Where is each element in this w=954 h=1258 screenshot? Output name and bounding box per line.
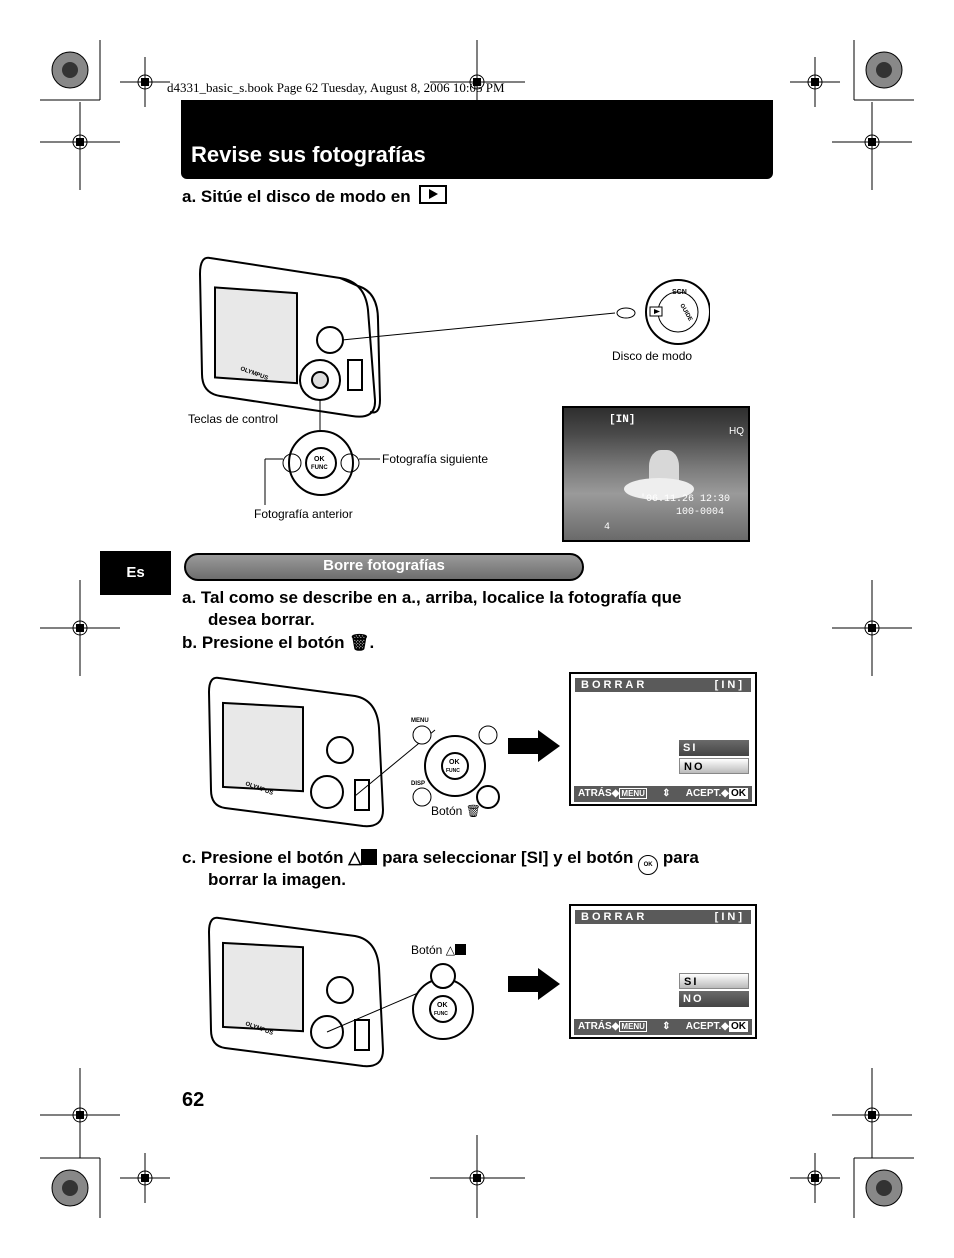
lcd-footer-2: ATRÁS◆MENU ⇕ ACEPT.◆OK (574, 1019, 752, 1035)
camera-illustration-top: OLYMPUS SCN GUIDE OK FUNC (198, 256, 710, 505)
up-caption-icon: △ (445, 943, 455, 957)
camera-illustration-delete: OLYMPUS OK FUNC MENU DISP (207, 676, 500, 828)
photo-dress (624, 478, 694, 500)
up-triangle-icon: △ (348, 848, 362, 867)
lcd-back-2[interactable]: ATRÁS◆MENU (578, 1021, 647, 1032)
lcd-accept-2[interactable]: ACEPT.◆OK (685, 1021, 748, 1032)
lcd-title-bar-2: BORRAR [IN] (575, 910, 751, 924)
func-label-1: FUNC (311, 465, 328, 471)
lcd-scroll-icon-2: ⇕ (662, 1021, 671, 1032)
control-keys-label: Teclas de control (188, 412, 279, 426)
step-a-mode-dial: a. Sitúe el disco de modo en (182, 185, 448, 208)
page-number: 62 (182, 1089, 205, 1111)
photo-quality: HQ (729, 426, 744, 437)
step-b-c-mid: para seleccionar [SI] y el botón (382, 848, 634, 867)
exposure-caption-icon (454, 944, 466, 955)
next-photo-label: Fotografía siguiente (382, 452, 489, 466)
func-label-3: FUNC (434, 1011, 448, 1017)
disp-key-label: DISP (411, 781, 425, 787)
lcd-option-no-2[interactable]: NO (679, 991, 749, 1007)
prev-photo-label: Fotografía anterior (254, 507, 353, 521)
lcd-memory-2: [IN] (714, 911, 745, 923)
language-tab-label: Es (126, 564, 145, 581)
mode-dial-label: Disco de modo (612, 349, 693, 363)
func-label-2: FUNC (446, 768, 460, 774)
photo-date: '06.11.26 12:30 (640, 494, 731, 505)
step-b-a-line1: a. Tal como se describe en a., arriba, l… (182, 588, 682, 607)
lcd-accept-1[interactable]: ACEPT.◆OK (685, 788, 748, 799)
right-arrow-1 (508, 730, 560, 762)
step-b-b: b. Presione el botón 🗑. (182, 633, 375, 652)
up-button-caption: Botón △ (411, 943, 466, 957)
lcd-memory-1: [IN] (714, 679, 745, 691)
right-arrow-2 (508, 968, 560, 1000)
lcd-title-1: BORRAR (581, 679, 648, 691)
playback-icon (419, 185, 448, 204)
trash-icon: 🗑 (349, 635, 370, 652)
camera-illustration-select: OLYMPUS OK FUNC (207, 916, 474, 1068)
title-bar: Revise sus fotografías (181, 100, 773, 179)
lcd-option-no-1[interactable]: NO (679, 758, 749, 774)
step-b-c-end: para (662, 848, 699, 867)
step-b-c-line2: borrar la imagen. (208, 870, 346, 889)
lcd-footer-1: ATRÁS◆MENU ⇕ ACEPT.◆OK (574, 786, 752, 802)
step-a-text: a. Sitúe el disco de modo en (182, 187, 411, 206)
trash-button-caption-text: Botón (431, 804, 463, 818)
photo-memory: [IN] (609, 414, 636, 426)
menu-key-label: MENU (411, 718, 429, 724)
playback-photo: [IN] HQ '06.11.26 12:30 100-0004 4 (562, 406, 750, 542)
lcd-scroll-icon-1: ⇕ (662, 788, 671, 799)
lcd-title-bar-1: BORRAR [IN] (575, 678, 751, 692)
photo-frame: 4 (604, 522, 611, 533)
step-b-b-text: b. Presione el botón (182, 633, 345, 652)
language-tab: Es (100, 551, 171, 595)
ok-func-icon: OK (638, 855, 659, 875)
book-info-header: d4331_basic_s.book Page 62 Tuesday, Augu… (167, 80, 505, 95)
page-title: Revise sus fotografías (191, 142, 426, 167)
ok-label-1: OK (314, 456, 325, 463)
step-b-c-line1: c. Presione el botón △ para seleccionar … (182, 847, 699, 875)
lcd-delete-screen-1: BORRAR [IN] SI NO ATRÁS◆MENU ⇕ ACEPT.◆OK (569, 672, 757, 806)
ok-label-2: OK (449, 759, 460, 766)
lcd-title-2: BORRAR (581, 911, 648, 923)
lcd-back-1[interactable]: ATRÁS◆MENU (578, 788, 647, 799)
ok-label-3: OK (437, 1002, 448, 1009)
trash-caption-icon: 🗑 (465, 804, 481, 818)
up-button-caption-text: Botón (411, 943, 443, 957)
trash-button-caption: Botón 🗑 (431, 804, 481, 818)
dial-label-scn: SCN (672, 289, 687, 296)
step-b-c-text: c. Presione el botón (182, 848, 344, 867)
lcd-option-si-2[interactable]: SI (679, 973, 749, 989)
lcd-option-si-1[interactable]: SI (679, 740, 749, 756)
exposure-icon (361, 849, 378, 865)
step-b-a-line2: desea borrar. (208, 610, 315, 629)
photo-file-no: 100-0004 (676, 507, 725, 518)
section-pill-delete: Borre fotografías (184, 553, 584, 581)
lcd-delete-screen-2: BORRAR [IN] SI NO ATRÁS◆MENU ⇕ ACEPT.◆OK (569, 904, 757, 1039)
